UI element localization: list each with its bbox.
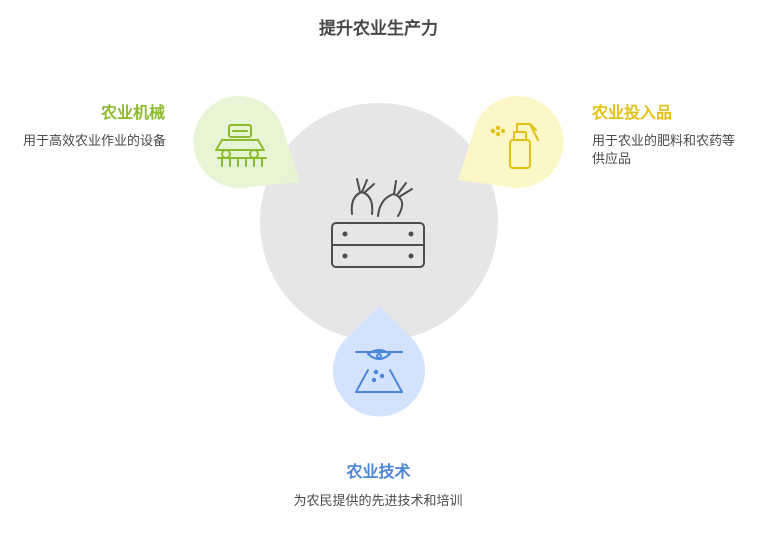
spray-bottle-icon: [490, 123, 539, 169]
inputs-heading: 农业投入品: [592, 103, 673, 122]
tech-node-shape: [332, 306, 425, 417]
tractor-machinery-icon: [215, 124, 267, 167]
inputs-description: 用于农业的肥料和农药等供应品: [592, 134, 736, 167]
drone-seeding-icon: [355, 349, 403, 393]
machinery-description: 用于高效农业作业的设备: [22, 134, 166, 149]
diagram-title: 提升农业生产力: [319, 19, 438, 39]
vegetable-crate-icon: [331, 178, 425, 268]
tech-heading: 农业技术: [346, 462, 411, 481]
machinery-node-shape: [193, 95, 300, 189]
machinery-heading: 农业机械: [100, 103, 165, 122]
tech-description: 为农民提供的先进技术和培训: [293, 494, 463, 509]
